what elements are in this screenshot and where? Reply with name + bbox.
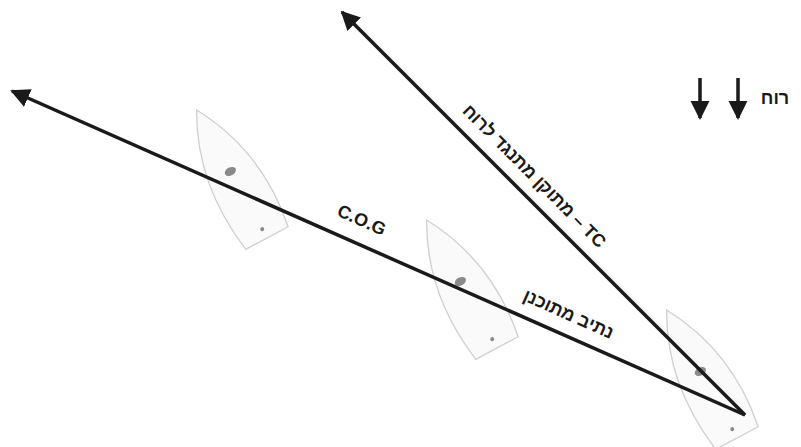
- wind-arrow: [698, 78, 702, 118]
- boat-sketch: [404, 206, 521, 361]
- cog-label: C.O.G: [333, 199, 392, 240]
- wind-label: רוח: [759, 88, 791, 109]
- cog-arrow: [12, 91, 745, 415]
- true-course-label: TC – מתוקן מתנגד לרוח: [457, 99, 612, 254]
- tc-arrow: [342, 12, 745, 415]
- wind-arrow: [736, 78, 740, 118]
- boat-sketch: [174, 96, 291, 251]
